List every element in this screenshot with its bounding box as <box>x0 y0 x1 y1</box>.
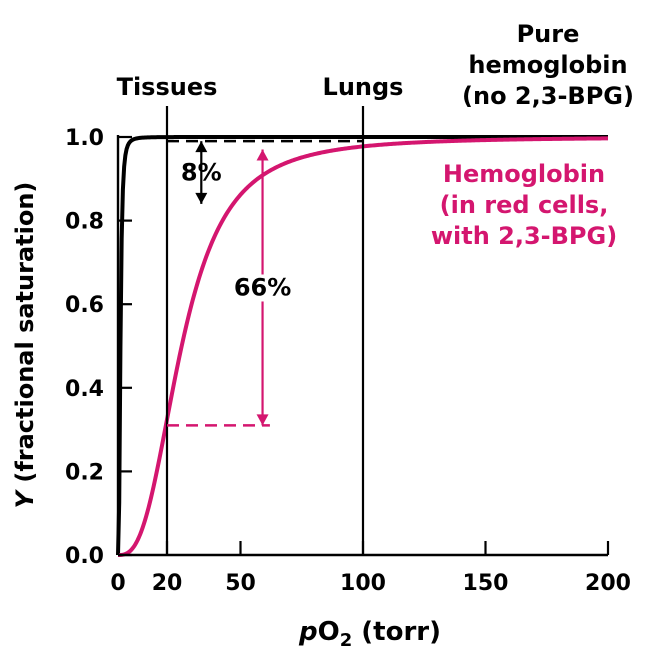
series-label-1-line-3: (no 2,3-BPG) <box>462 82 634 110</box>
tissues-label: Tissues <box>117 73 218 101</box>
series-label-2-line-1: Hemoglobin <box>443 160 605 188</box>
series-label-1-line-1: Pure <box>517 20 580 48</box>
annot-2-label: 66% <box>234 273 291 301</box>
x-tick-label-0: 0 <box>110 571 125 596</box>
x-tick-label-20: 20 <box>152 571 183 596</box>
y-tick-label-0.8: 0.8 <box>65 210 104 235</box>
series-label-1-line-2: hemoglobin <box>468 51 627 79</box>
lungs-label: Lungs <box>323 73 404 101</box>
series-label-2-line-3: with 2,3-BPG) <box>431 222 617 250</box>
series-label-1: Pure hemoglobin (no 2,3-BPG) <box>462 20 634 110</box>
annot-2-label-bg <box>234 274 291 302</box>
vertical-lines-layer <box>165 106 365 555</box>
annot-2-head-bottom <box>256 414 269 426</box>
annot-1-label: 8% <box>181 159 222 187</box>
x-tick-label-150: 150 <box>463 571 509 596</box>
x-axis-title: pO2 (torr) <box>298 617 441 651</box>
annot-2-head-top <box>256 149 269 161</box>
y-axis-title: Y (fractional saturation) <box>11 182 39 509</box>
labels-layer: Tissues Lungs 8% 66% 0 20 50 100 150 200 0.0 0.2 0.4… <box>65 20 634 596</box>
annot-1-head-top <box>195 141 208 153</box>
annot-1-head-bottom <box>195 192 208 204</box>
series-label-2-line-2: (in red cells, <box>440 191 609 219</box>
y-tick-label-0.4: 0.4 <box>65 377 104 402</box>
x-tick-label-50: 50 <box>225 571 256 596</box>
series-label-2: Hemoglobin (in red cells, with 2,3-BPG) <box>431 160 617 250</box>
axes-layer <box>116 135 610 557</box>
y-tick-label-1.0: 1.0 <box>65 126 104 151</box>
y-tick-label-0.2: 0.2 <box>65 460 104 485</box>
x-tick-label-100: 100 <box>340 571 386 596</box>
y-tick-label-0.0: 0.0 <box>65 544 104 569</box>
y-tick-label-0.6: 0.6 <box>65 293 104 318</box>
x-tick-label-200: 200 <box>585 571 631 596</box>
